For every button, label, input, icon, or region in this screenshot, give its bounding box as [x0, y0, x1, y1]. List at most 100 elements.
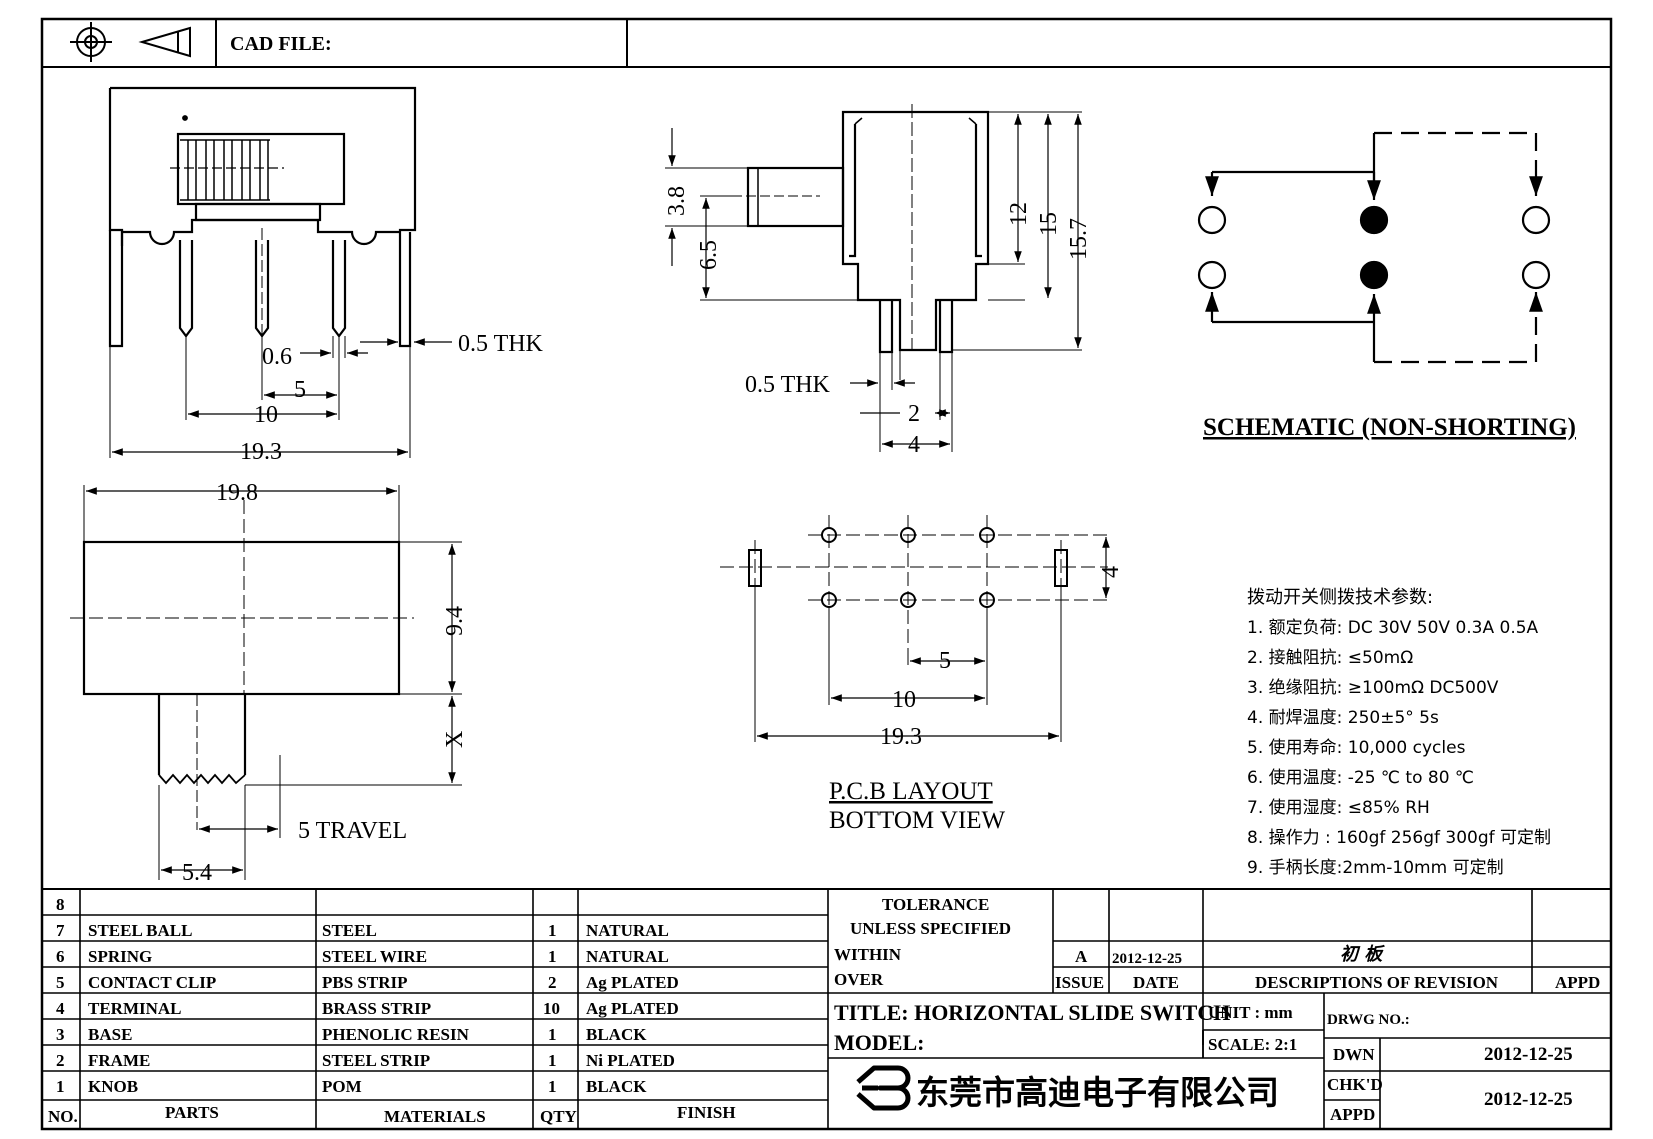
- end-view: [665, 104, 1082, 452]
- desc-label: DESCRIPTIONS OF REVISION: [1255, 973, 1499, 992]
- dim-pin-width: 0.6: [262, 344, 292, 370]
- dim-travel: 5 TRAVEL: [298, 818, 407, 844]
- date-label: DATE: [1133, 973, 1179, 992]
- company-name: 东莞市高迪电子有限公司: [916, 1073, 1279, 1112]
- dim-height-15: 15: [1036, 212, 1062, 236]
- dim-pin-pitch: 5: [294, 377, 306, 403]
- bom-cell-part: SPRING: [88, 947, 152, 966]
- dim-pin-outer: 4: [908, 432, 920, 458]
- bom-cell-part: STEEL BALL: [88, 921, 192, 940]
- bom-cell-qty: 1: [548, 1025, 557, 1044]
- spec-item: 6. 使用温度: -25 ℃ to 80 ℃: [1247, 767, 1474, 788]
- pad-2: [900, 527, 916, 543]
- bom-cell-qty: 2: [548, 973, 557, 992]
- contact-5: [1359, 260, 1389, 290]
- bom-cell-qty: 1: [548, 921, 557, 940]
- dim-overall: 19.3: [880, 724, 922, 750]
- bom-cell-material: BRASS STRIP: [322, 999, 431, 1018]
- side-view-labels: 0.6 5 10 19.3 0.5 THK: [240, 331, 544, 465]
- bom-cell-no: 1: [56, 1077, 65, 1096]
- bom-header-materials: MATERIALS: [384, 1107, 486, 1126]
- bom-cell-part: BASE: [88, 1025, 132, 1044]
- dim-knob-height: 3.8: [664, 186, 690, 216]
- bom-cell-no: 8: [56, 895, 65, 914]
- contact-3: [1521, 205, 1551, 235]
- pcb-title-line1: P.C.B LAYOUT: [829, 778, 993, 805]
- cad-file-label: CAD FILE:: [230, 33, 332, 55]
- bom-cell-part: FRAME: [88, 1051, 150, 1070]
- spec-item: 8. 操作力 : 160gf 256gf 300gf 可定制: [1247, 828, 1551, 848]
- side-view: [108, 86, 452, 458]
- dim-thickness-end: 0.5 THK: [745, 372, 831, 398]
- pad-5: [900, 592, 916, 608]
- bom-cell-part: KNOB: [88, 1077, 138, 1096]
- bom-cell-finish: NATURAL: [586, 947, 669, 966]
- dim-span: 10: [892, 687, 916, 713]
- chkd-date: 2012-12-25: [1484, 1089, 1573, 1110]
- unit-label: UNIT : mm: [1208, 1003, 1293, 1022]
- drawing-title: TITLE: HORIZONTAL SLIDE SWITCH: [834, 1000, 1230, 1025]
- bom-cell-finish: NATURAL: [586, 921, 669, 940]
- bom-header-finish: FINISH: [677, 1103, 736, 1122]
- spec-item: 5. 使用寿命: 10,000 cycles: [1247, 737, 1466, 758]
- bom-cell-material: PBS STRIP: [322, 973, 408, 992]
- within-label: WITHIN: [834, 945, 902, 964]
- pcb-title-line2: BOTTOM VIEW: [829, 807, 1006, 834]
- bom-cell-material: PHENOLIC RESIN: [322, 1025, 470, 1044]
- chkd-label: CHK'D: [1327, 1075, 1383, 1094]
- specs-heading: 拨动开关侧拨技术参数:: [1247, 587, 1433, 608]
- spec-item: 2. 接触阻抗: ≤50mΩ: [1247, 648, 1413, 668]
- drwg-no-label: DRWG NO.:: [1327, 1012, 1410, 1028]
- dim-pin-spacing: 2: [908, 401, 920, 427]
- bom-cell-material: STEEL STRIP: [322, 1051, 430, 1070]
- scale-label: SCALE: 2:1: [1208, 1035, 1297, 1054]
- bom-cell-finish: BLACK: [586, 1025, 647, 1044]
- bom-cell-no: 5: [56, 973, 65, 992]
- bom-cell-material: POM: [322, 1077, 362, 1096]
- top-view: [70, 485, 462, 880]
- bom-cell-finish: Ag PLATED: [586, 999, 679, 1018]
- bom-cell-finish: Ag PLATED: [586, 973, 679, 992]
- dim-knob-ext: X: [442, 731, 468, 748]
- pcb-labels: 4 5 10 19.3 P.C.B LAYOUT BOTTOM VIEW: [829, 566, 1124, 834]
- issue-value: A: [1075, 947, 1088, 966]
- bom-cell-finish: BLACK: [586, 1077, 647, 1096]
- bom-cell-material: STEEL WIRE: [322, 947, 427, 966]
- specs-block: 拨动开关侧拨技术参数: 1. 额定负荷: DC 30V 50V 0.3A 0.5…: [1247, 587, 1551, 878]
- issue-label: ISSUE: [1055, 973, 1104, 992]
- dim-overall-width: 19.3: [240, 439, 282, 465]
- contact-4: [1197, 260, 1227, 290]
- bom-cell-no: 4: [56, 999, 65, 1018]
- dim-pitch: 5: [939, 648, 951, 674]
- dim-height-15-7: 15.7: [1066, 218, 1092, 260]
- pad-3: [979, 527, 995, 543]
- bom-cell-qty: 1: [548, 1077, 557, 1096]
- dim-height-12: 12: [1006, 202, 1032, 226]
- company-logo: [856, 1065, 911, 1111]
- pcb-layout: [720, 515, 1110, 742]
- pad-1: [821, 527, 837, 543]
- bom-cell-no: 7: [56, 921, 65, 940]
- contact-1: [1197, 205, 1227, 235]
- contact-2: [1359, 205, 1389, 235]
- end-view-labels: 3.8 6.5 12 15 15.7 0.5 THK 2 4: [664, 186, 1092, 458]
- spec-item: 4. 耐焊温度: 250±5° 5s: [1247, 708, 1439, 728]
- model-label: MODEL:: [834, 1030, 924, 1055]
- spec-item: 9. 手柄长度:2mm-10mm 可定制: [1247, 858, 1504, 878]
- bom-header-no: NO.: [48, 1107, 78, 1126]
- revision-desc: 初 板: [1340, 944, 1385, 965]
- spec-item: 7. 使用湿度: ≤85% RH: [1247, 797, 1430, 818]
- appd2-label: APPD: [1330, 1105, 1375, 1124]
- top-view-labels: 19.8 9.4 X 5 TRAVEL 5.4: [182, 480, 468, 886]
- bom-cell-qty: 1: [548, 947, 557, 966]
- bom-table: [42, 889, 829, 1129]
- bom-header-parts: PARTS: [165, 1103, 219, 1122]
- tolerance-label: TOLERANCE: [882, 895, 989, 914]
- bom-cell-no: 6: [56, 947, 65, 966]
- bom-cell-no: 2: [56, 1051, 65, 1070]
- schematic-diagram: [1197, 131, 1551, 364]
- dim-thickness: 0.5 THK: [458, 331, 544, 357]
- bom-cell-finish: Ni PLATED: [586, 1051, 675, 1070]
